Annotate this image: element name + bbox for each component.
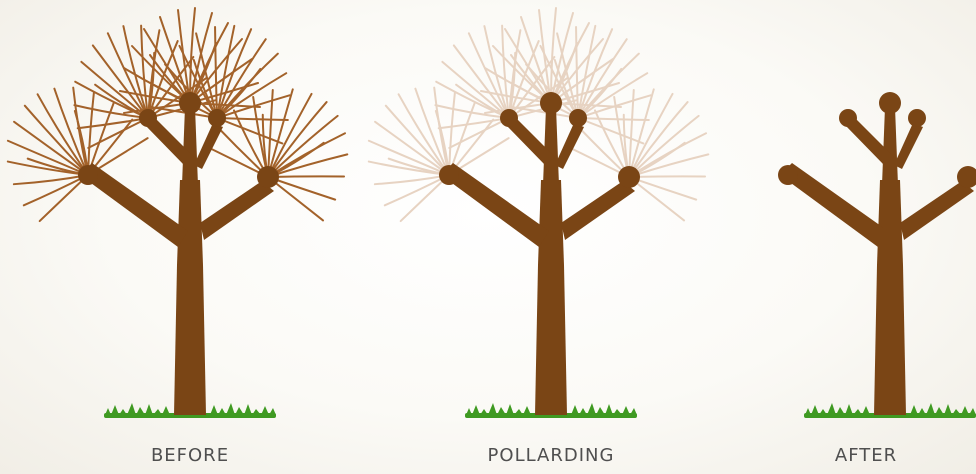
label-pollarding: POLLARDING [441, 445, 661, 466]
trunk-after [778, 92, 976, 415]
label-after: AFTER [756, 445, 976, 466]
tree-before [0, 6, 380, 418]
tree-pollarding [337, 6, 741, 418]
label-before: BEFORE [80, 445, 300, 466]
tree-after [778, 92, 976, 418]
shoots-pollarding [337, 6, 741, 225]
